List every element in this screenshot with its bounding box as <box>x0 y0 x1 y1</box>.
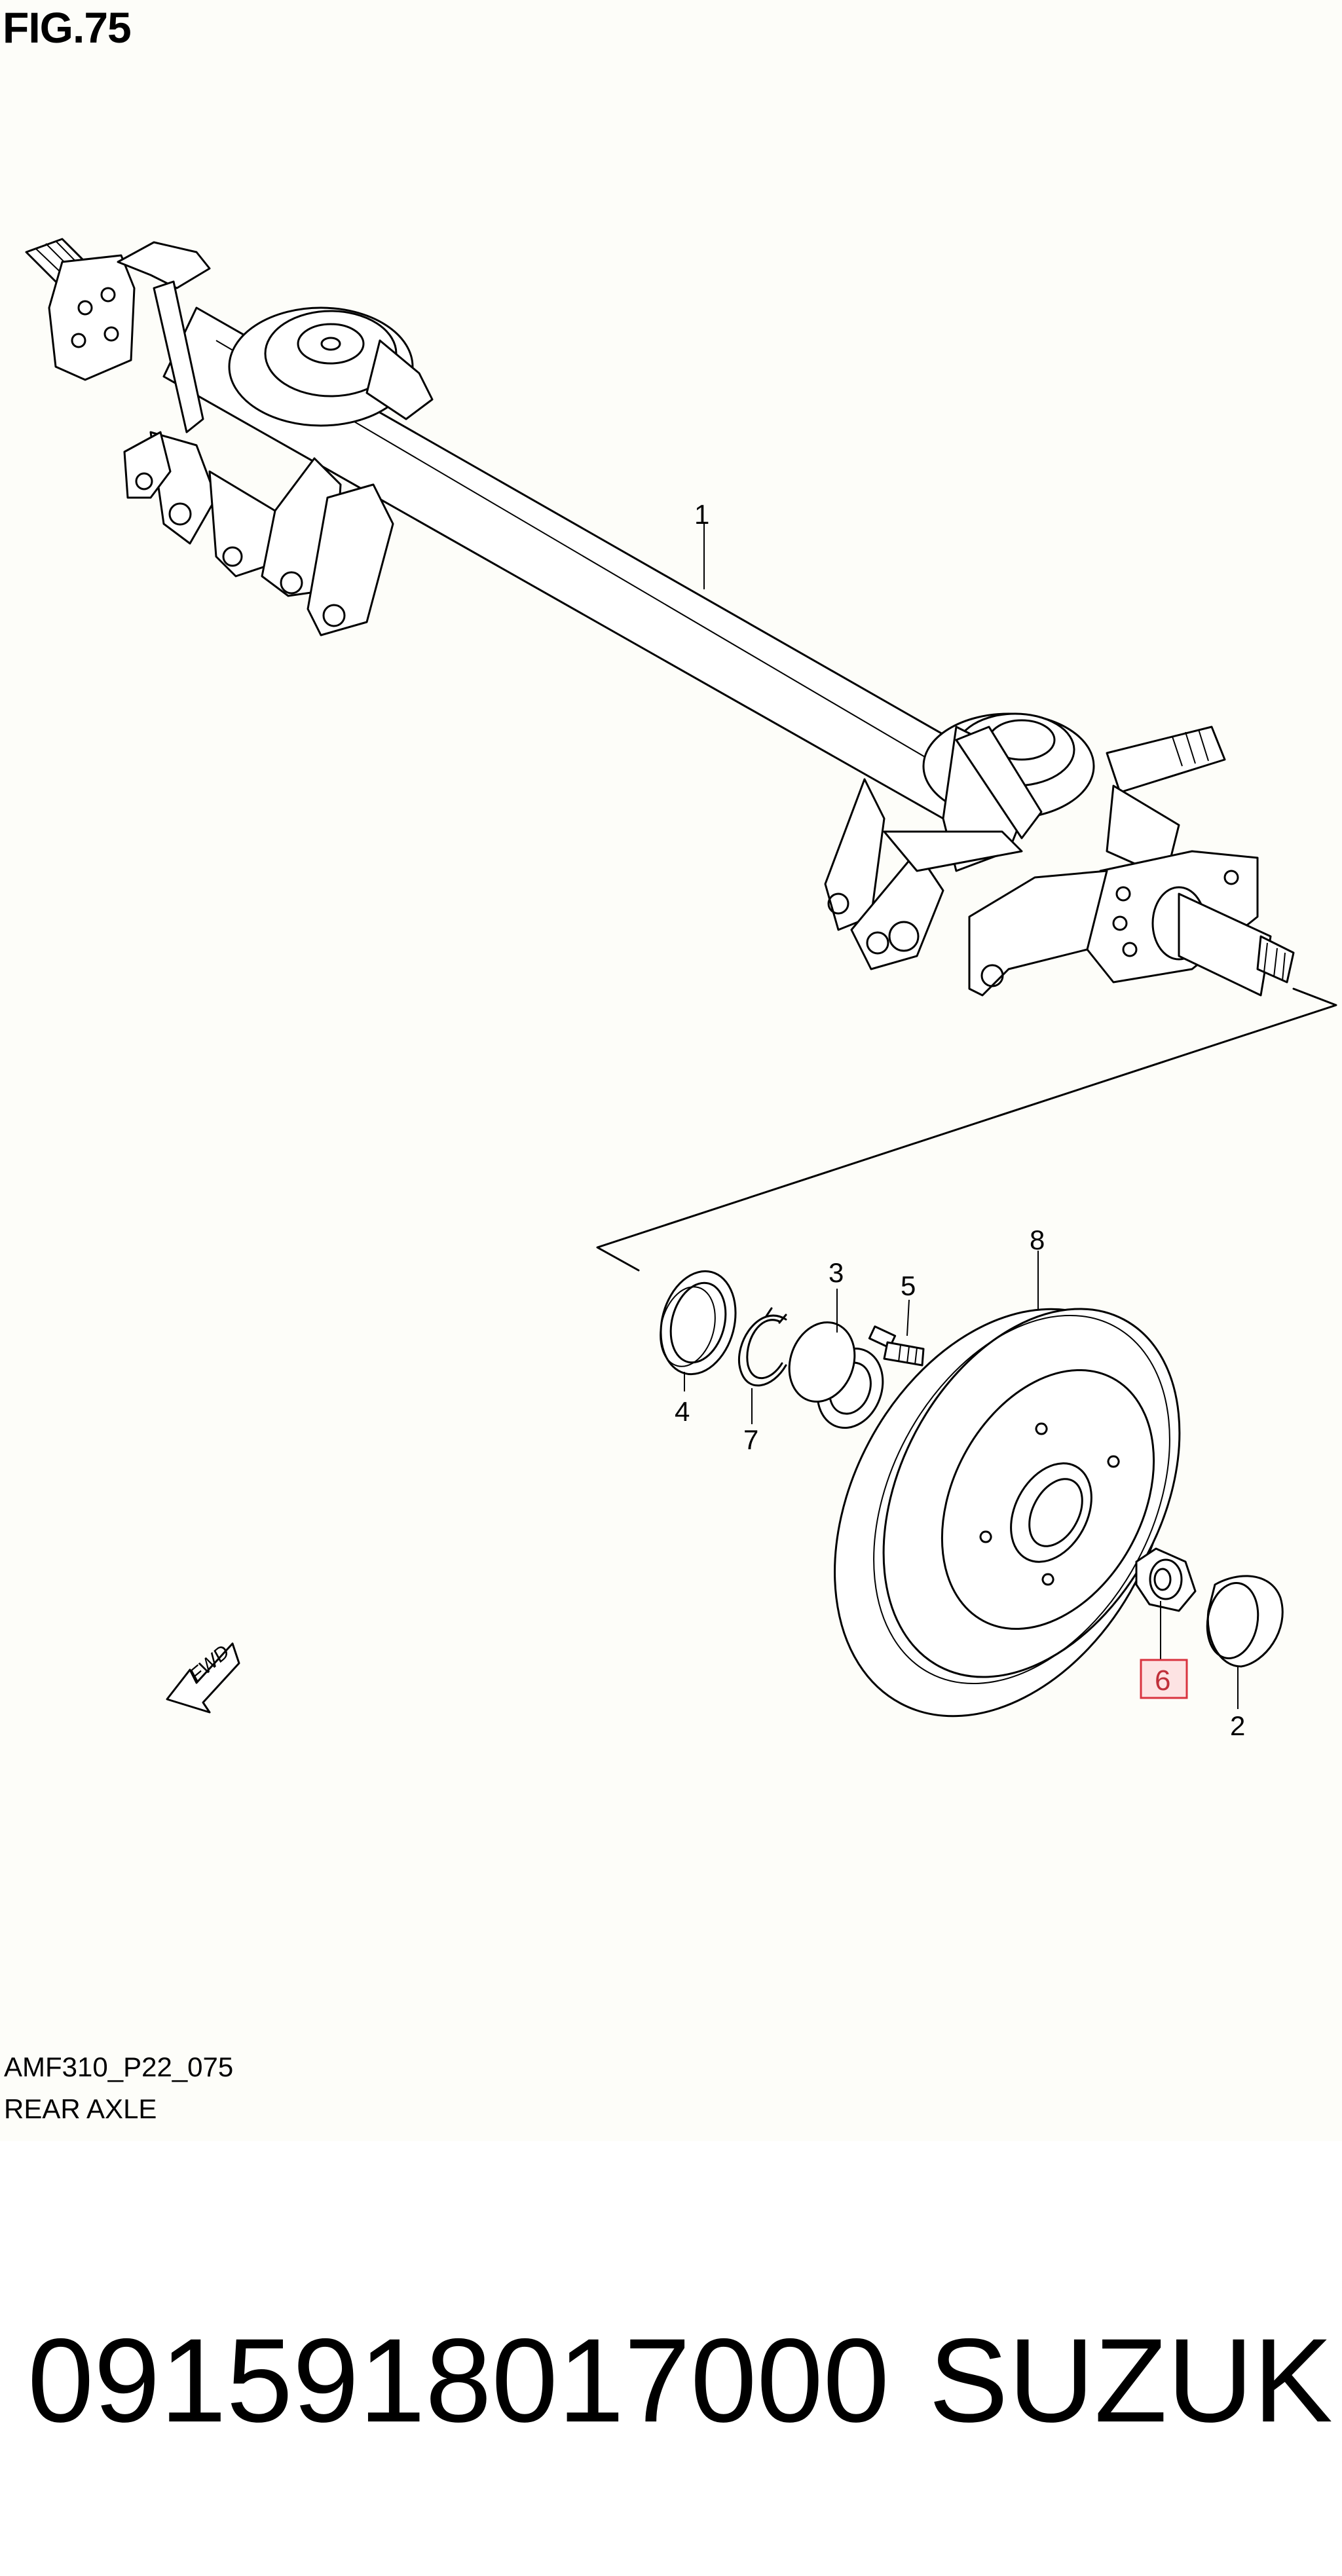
part-number: 0915918017000 <box>28 2313 889 2447</box>
grease-cap <box>1206 1575 1284 1668</box>
callout-6: 6 <box>1155 1665 1170 1697</box>
callout-5: 5 <box>901 1270 916 1301</box>
wheel-bearing <box>788 1321 884 1429</box>
forward-direction-arrow: FWD <box>166 1641 240 1714</box>
callout-2: 2 <box>1230 1710 1245 1741</box>
drawing-subtitle: REAR AXLE <box>4 2093 157 2124</box>
circlip <box>738 1307 787 1387</box>
exploded-parts-diagram: FWD 1 2 3 4 5 6 7 8 <box>25 238 1337 1741</box>
figure-title: FIG.75 <box>3 3 132 52</box>
hub-bolt <box>868 1325 925 1367</box>
callout-7: 7 <box>743 1424 758 1455</box>
oil-seal <box>660 1270 737 1376</box>
rear-axle-beam <box>25 238 1295 997</box>
hub-nut <box>1135 1547 1197 1612</box>
assembly-leader-line <box>596 987 1337 1272</box>
callout-3: 3 <box>829 1257 844 1288</box>
callout-8: 8 <box>1030 1224 1045 1255</box>
brand-name: SUZUKI <box>929 2313 1342 2447</box>
callout-4: 4 <box>675 1396 690 1427</box>
callout-6-highlight <box>1140 1659 1188 1699</box>
drawing-code: AMF310_P22_075 <box>4 2052 234 2082</box>
callout-1: 1 <box>694 499 709 530</box>
brake-drum <box>834 1308 1181 1718</box>
